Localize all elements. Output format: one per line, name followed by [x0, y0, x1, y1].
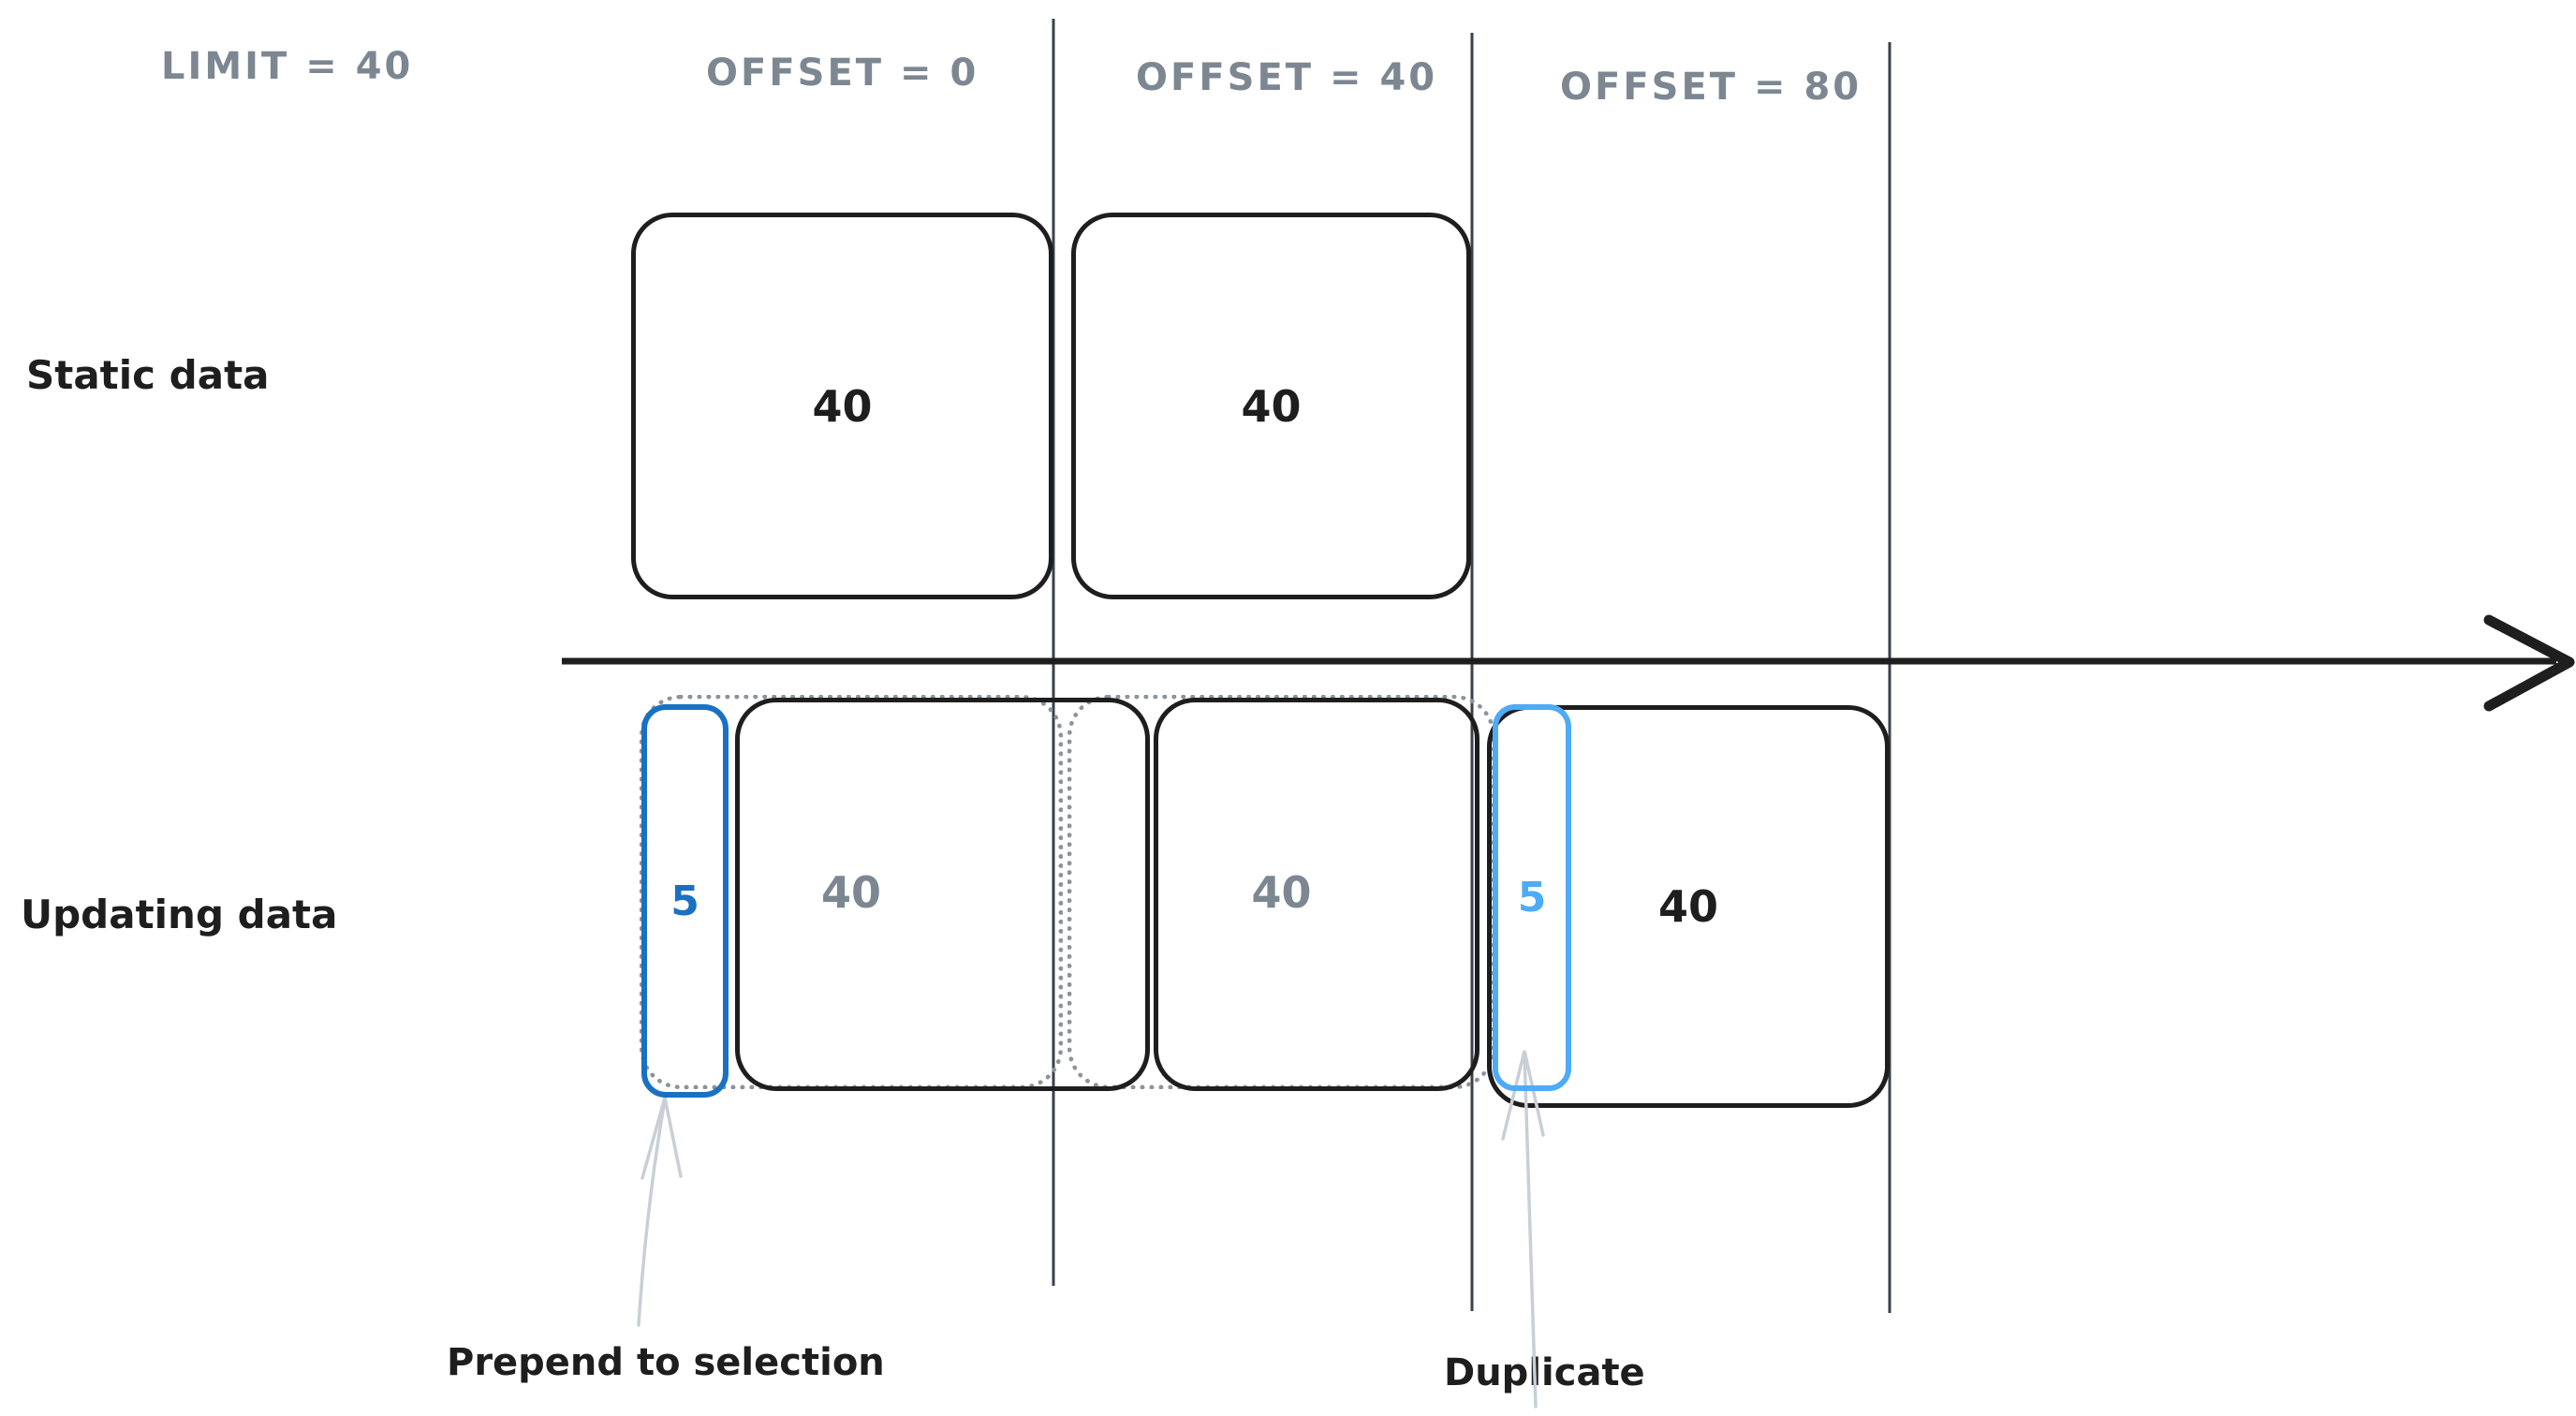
duplicate-annotation-label: Duplicate — [1444, 1351, 1645, 1394]
static-row-label: Static data — [26, 352, 270, 398]
limit-label: LIMIT = 40 — [161, 45, 414, 88]
prepended-rows-box: 5 — [641, 704, 729, 1098]
duplicated-rows-box: 5 — [1493, 704, 1571, 1091]
prepended-rows-count: 5 — [670, 877, 699, 925]
updating-new-page-box: 40 — [1487, 705, 1890, 1108]
static-page-2-box: 40 — [1071, 213, 1471, 599]
offset-0-label: OFFSET = 0 — [706, 52, 979, 95]
prepend-annotation-label: Prepend to selection — [447, 1341, 885, 1384]
static-page-2-count: 40 — [1241, 380, 1302, 432]
duplicated-rows-count: 5 — [1517, 874, 1547, 922]
updating-row-label: Updating data — [21, 892, 338, 937]
timeline-arrow — [562, 614, 2575, 712]
static-page-1-count: 40 — [812, 380, 873, 432]
updating-shifted-page-2-box — [1154, 698, 1479, 1091]
updating-old-page-2-count: 40 — [1251, 866, 1312, 918]
static-page-1-box: 40 — [631, 213, 1053, 599]
updating-shifted-page-1-box — [735, 698, 1150, 1091]
prepend-annotation-arrow — [637, 1097, 683, 1327]
offset-40-label: OFFSET = 40 — [1136, 56, 1438, 99]
updating-old-page-1-count: 40 — [820, 866, 881, 918]
updating-new-page-count: 40 — [1657, 881, 1718, 932]
offset-80-label: OFFSET = 80 — [1560, 66, 1862, 109]
